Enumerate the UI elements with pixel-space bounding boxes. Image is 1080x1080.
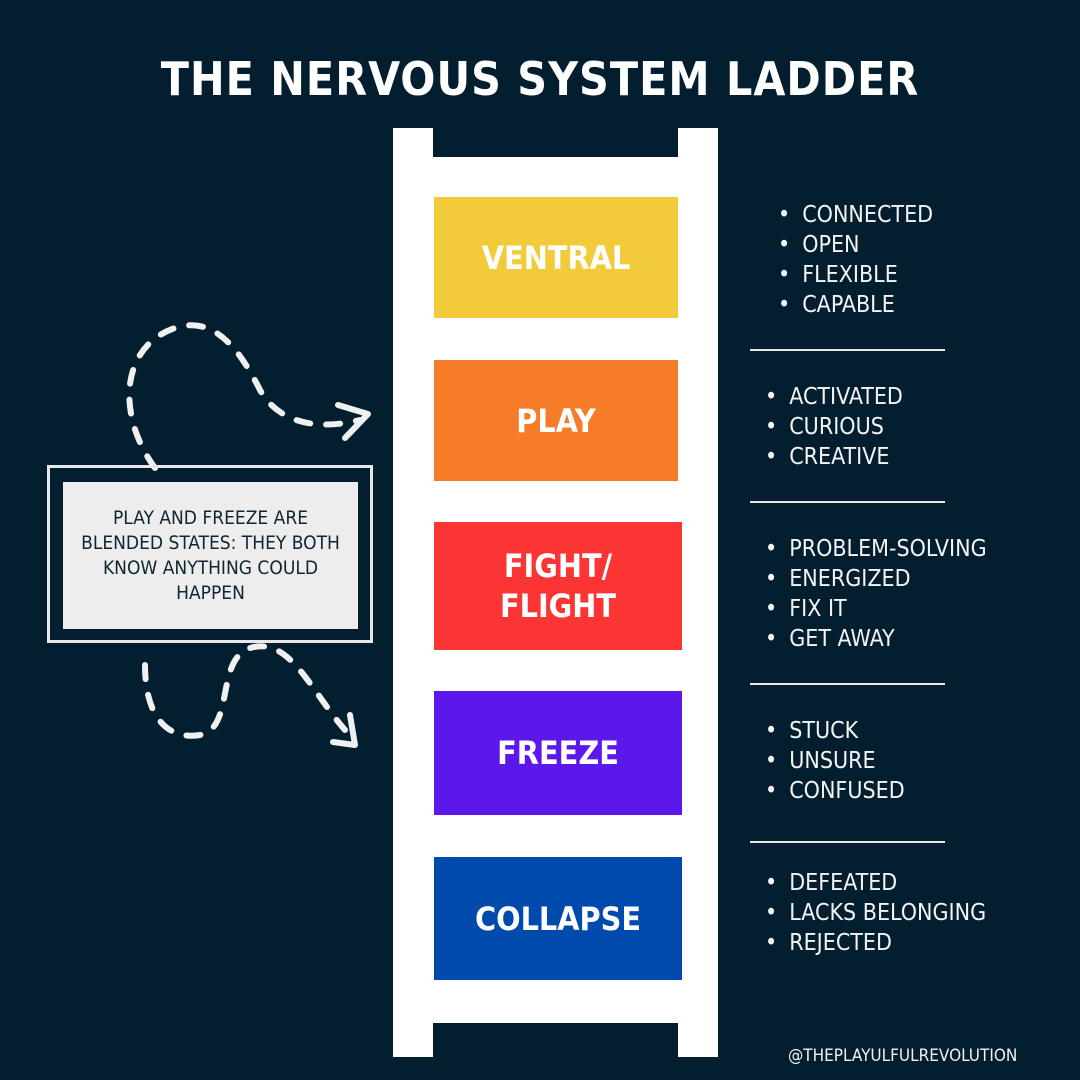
- step-fight-flight: FIGHT/ FLIGHT: [434, 522, 682, 650]
- trait: ENERGIZED: [765, 564, 987, 594]
- trait: CONNECTED: [778, 200, 933, 230]
- callout-note: PLAY AND FREEZE ARE BLENDED STATES: THEY…: [63, 482, 358, 629]
- freeze-traits: STUCK UNSURE CONFUSED: [765, 716, 905, 806]
- trait: ACTIVATED: [765, 382, 903, 412]
- play-traits: ACTIVATED CURIOUS CREATIVE: [765, 382, 903, 472]
- step-collapse: COLLAPSE: [434, 857, 682, 980]
- step-ventral: VENTRAL: [434, 197, 678, 318]
- divider: [750, 501, 945, 503]
- step-play: PLAY: [434, 360, 678, 481]
- divider: [750, 841, 945, 843]
- divider: [750, 349, 945, 351]
- page-title: THE NERVOUS SYSTEM LADDER: [160, 52, 920, 106]
- divider: [750, 683, 945, 685]
- trait: CONFUSED: [765, 776, 904, 806]
- ladder-right-rail: [678, 128, 718, 1057]
- trait: OPEN: [778, 230, 933, 260]
- dashed-arrow-to-play: [126, 322, 363, 471]
- trait: DEFEATED: [765, 868, 986, 898]
- arrow-head-freeze: [330, 712, 358, 748]
- trait: CAPABLE: [778, 290, 933, 320]
- trait: UNSURE: [765, 746, 905, 776]
- trait: FIX IT: [765, 594, 987, 624]
- trait: PROBLEM-SOLVING: [765, 534, 986, 564]
- trait: FLEXIBLE: [778, 260, 933, 290]
- trait: LACKS BELONGING: [765, 898, 986, 928]
- collapse-traits: DEFEATED LACKS BELONGING REJECTED: [765, 868, 986, 958]
- arrow-head-play: [335, 402, 371, 441]
- ladder-left-rail: [393, 128, 433, 1057]
- dashed-arrow-to-freeze: [142, 643, 348, 739]
- trait: GET AWAY: [765, 624, 987, 654]
- callout-frame: [47, 465, 373, 643]
- fight-flight-traits: PROBLEM-SOLVING ENERGIZED FIX IT GET AWA…: [765, 534, 987, 654]
- trait: CREATIVE: [765, 442, 903, 472]
- step-freeze: FREEZE: [434, 691, 682, 815]
- trait: REJECTED: [765, 928, 986, 958]
- social-handle: @THEPLAYULFULREVOLUTION: [788, 1046, 1018, 1066]
- trait: STUCK: [765, 716, 905, 746]
- ventral-traits: CONNECTED OPEN FLEXIBLE CAPABLE: [778, 200, 933, 320]
- trait: CURIOUS: [765, 412, 903, 442]
